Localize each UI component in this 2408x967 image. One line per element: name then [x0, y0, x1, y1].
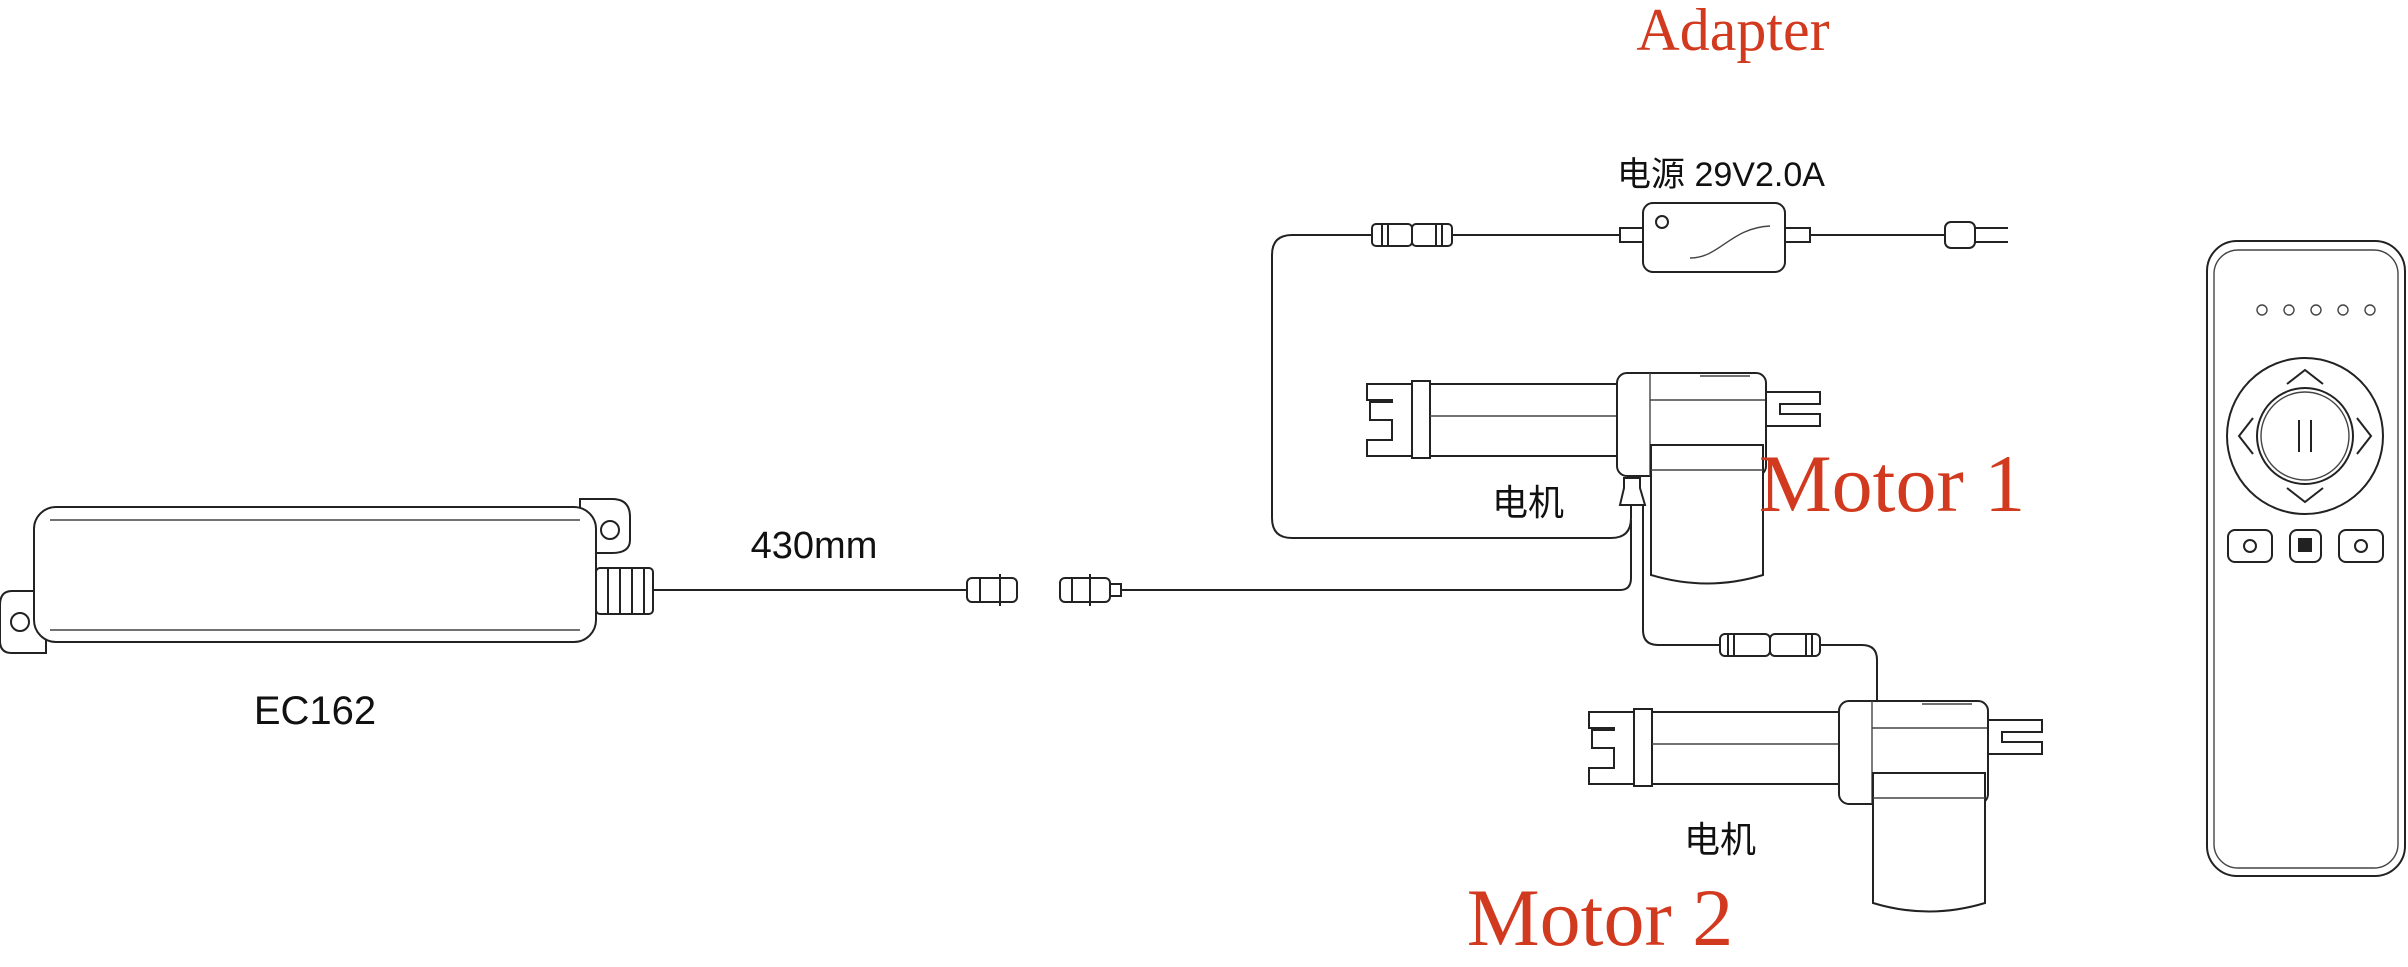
motor-2-cn-label: 电机 [1684, 819, 1756, 860]
ec162-label: EC162 [254, 689, 376, 733]
led-icon [2364, 304, 2376, 316]
right-arrow-icon[interactable] [2356, 417, 2373, 455]
hand-remote [2206, 240, 2406, 877]
motor-2-title: Motor 2 [1467, 872, 1734, 963]
back-button[interactable] [2227, 529, 2273, 563]
forward-icon [2354, 539, 2368, 553]
motor-2-actuator [1588, 700, 2043, 913]
pause-icon [2298, 420, 2312, 452]
motor-1-actuator [1366, 372, 1821, 585]
motor-link-connector [1719, 633, 1821, 657]
wall-plug-icon [1944, 221, 2008, 249]
up-arrow-icon[interactable] [2286, 368, 2324, 385]
led-icon [2256, 304, 2268, 316]
main-cable-connector [966, 574, 1122, 606]
back-icon [2243, 539, 2257, 553]
left-arrow-icon[interactable] [2237, 417, 2254, 455]
adapter-spec-label: 电源 29V2.0A [1617, 156, 1825, 194]
led-icon [2283, 304, 2295, 316]
motor-link-cable [1642, 505, 1878, 708]
adapter-inline-connector [1371, 223, 1453, 247]
main-cable [653, 520, 1632, 591]
motor-body [1650, 444, 1764, 585]
ec162-control-box [0, 498, 654, 654]
actuator-tube [1429, 383, 1621, 457]
confirm-icon [2298, 538, 2312, 552]
adapter-title: Adapter [1636, 0, 1829, 63]
forward-button[interactable] [2338, 529, 2384, 563]
power-adapter [1619, 202, 2008, 273]
rear-clevis [1765, 391, 1821, 427]
confirm-button[interactable] [2289, 529, 2322, 563]
led-icon [2310, 304, 2322, 316]
down-arrow-icon[interactable] [2286, 487, 2324, 504]
strain-relief [595, 567, 654, 615]
status-leds [2256, 304, 2376, 316]
rod-clevis [1366, 383, 1413, 457]
motor-1-title: Motor 1 [1759, 438, 2026, 529]
led-icon [2337, 304, 2349, 316]
pause-button[interactable] [2256, 387, 2354, 485]
adapter-cable [1271, 234, 1632, 539]
direction-pad[interactable] [2226, 357, 2384, 515]
adapter-led-icon [1655, 215, 1669, 229]
cable-length-label: 430mm [751, 525, 878, 567]
motor-1-cn-label: 电机 [1492, 482, 1564, 523]
